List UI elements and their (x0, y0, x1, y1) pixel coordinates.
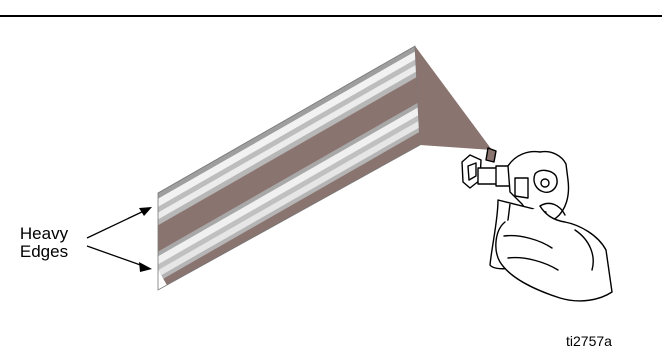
callout-line-2: Edges (6, 243, 82, 261)
spray-fan (415, 46, 492, 150)
arrowhead-bottom (139, 262, 152, 272)
figure-id-label: ti2757a (566, 333, 612, 349)
arrowhead-top (139, 207, 152, 216)
callout-line-1: Heavy (6, 225, 82, 243)
callout-arrows (87, 210, 146, 267)
heavy-edges-callout: Heavy Edges (6, 225, 82, 261)
